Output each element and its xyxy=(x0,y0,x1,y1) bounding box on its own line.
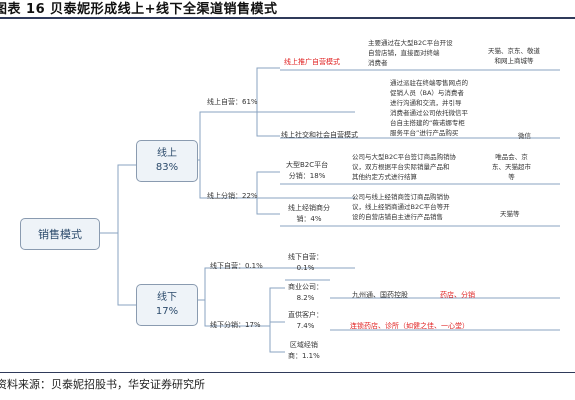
offdist-to-ka-line xyxy=(269,321,285,326)
offline-to-distribution-line xyxy=(204,300,210,327)
b2c-desc: 公司与大型B2C平台签订商品购销协 议，双方根据平台实际销量产品和 其他约定方式… xyxy=(352,153,457,181)
business-company-channels: 药店、分销 xyxy=(440,291,475,299)
regional-dealer-label: 区域经销 商：1.1% xyxy=(288,341,320,360)
online-label: 线上 xyxy=(157,148,177,159)
key-account-partners: 连锁药店、诊所（如健之佳、一心堂） xyxy=(350,322,469,330)
online-share: 83% xyxy=(155,162,179,173)
platform-mode-platforms: 天猫、京东、敬道 和网上商城等 xyxy=(488,47,540,65)
social-mode-label: 线上社交和社会自营模式 xyxy=(281,131,358,139)
root-to-online-line xyxy=(100,164,136,234)
offline-label: 线下 xyxy=(157,292,177,303)
offline-share: 17% xyxy=(155,306,179,317)
social-mode-desc: 通过派驻在终端零售网点的 促销人员（BA）与消费者 进行沟通和交流，并引导 消费… xyxy=(390,79,468,137)
root-label: 销售模式 xyxy=(38,228,82,241)
b2c-label: 大型B2C平台 分销：18% xyxy=(286,161,329,180)
figure-title: 图表 16 贝泰妮形成线上+线下全渠道销售模式 xyxy=(0,2,278,17)
online-node: 线上 83% xyxy=(136,140,198,182)
title-rule xyxy=(0,17,575,19)
direct-to-social-line xyxy=(256,112,280,137)
offline-distribution-label: 线下分销：17% xyxy=(210,321,261,329)
offdist-to-regional-line xyxy=(269,326,285,353)
source-note: 资料来源：贝泰妮招股书，华安证券研究所 xyxy=(0,378,205,391)
dealer-desc: 公司与线上经销商签订商品购销协 议，线上经销商通过B2C平台等开 设的自营店铺自… xyxy=(352,193,450,221)
online-direct-label: 线上自营：61% xyxy=(207,98,258,106)
business-company-label: 商业公司： 8.2% xyxy=(288,283,323,302)
platform-mode-desc: 主要通过在大型B2C平台开设 自营店铺，直接面对终端 消费者 xyxy=(368,39,453,67)
direct-to-platform-line xyxy=(256,67,280,112)
root-to-offline-line xyxy=(117,233,136,306)
dealer-label: 线上经销商分 销：4% xyxy=(288,204,330,223)
b2c-platforms: 唯品会、京 东、天猫超市 等 xyxy=(492,153,531,181)
business-company-partners: 九州通、国药控股 xyxy=(352,291,408,299)
online-to-direct-line xyxy=(198,111,210,161)
offline-node: 线下 17% xyxy=(136,284,198,326)
platform-mode-label: 线上推广自营模式 xyxy=(284,58,340,66)
offline-direct-node: 线下自营： 0.1% xyxy=(288,253,323,272)
social-mode-platforms: 微信 xyxy=(518,132,531,140)
dist-to-b2c-line xyxy=(256,171,280,198)
footer-rule xyxy=(0,372,575,373)
offline-direct-label: 线下自营：0.1% xyxy=(210,262,263,270)
online-distribution-label: 线上分销：22% xyxy=(207,192,258,200)
dealer-platforms: 天猫等 xyxy=(500,210,520,218)
offdist-to-business-line xyxy=(260,287,285,327)
dist-to-dealer-line xyxy=(256,198,280,215)
offline-to-direct-line xyxy=(198,267,210,301)
root-node: 销售模式 xyxy=(20,218,100,250)
key-account-label: 直供客户： 7.4% xyxy=(288,311,323,330)
